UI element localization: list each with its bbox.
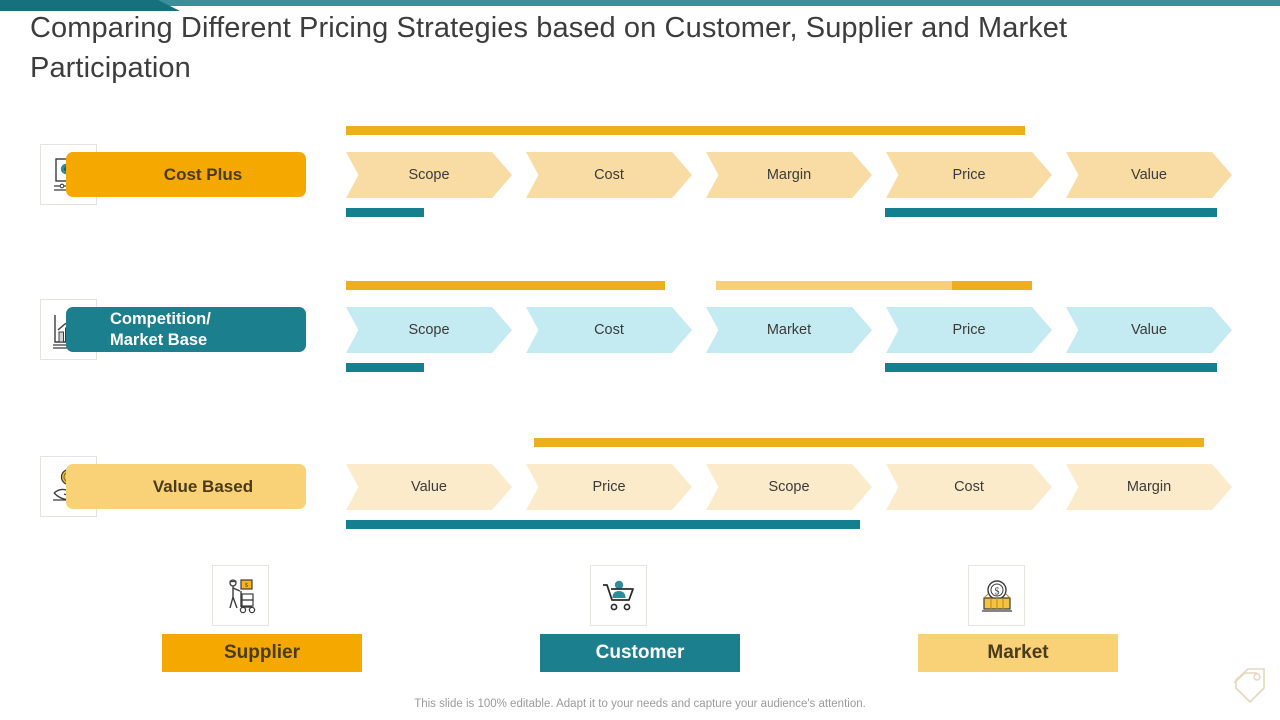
money-coin-icon: $: [968, 565, 1025, 626]
pricing-step-chevron[interactable]: Price: [886, 152, 1052, 198]
page-title: Comparing Different Pricing Strategies b…: [30, 12, 1068, 84]
pricing-step-label: Cost: [954, 479, 984, 495]
pricing-step-label: Price: [592, 479, 626, 495]
participant-label[interactable]: Supplier: [162, 634, 362, 672]
pricing-step-label: Scope: [408, 167, 450, 183]
pricing-step-chevron[interactable]: Scope: [706, 464, 872, 510]
pricing-step-chevron[interactable]: Cost: [526, 152, 692, 198]
strategy-row: Cost Plus Scope Cost Margin Price Value: [0, 126, 1280, 246]
top-accent-line: [0, 0, 1280, 6]
pricing-step-chevron[interactable]: Margin: [1066, 464, 1232, 510]
footer-note: This slide is 100% editable. Adapt it to…: [414, 698, 866, 710]
supplier-span-bar: [952, 281, 1032, 290]
pricing-step-label: Price: [952, 322, 986, 338]
pricing-step-label: Price: [952, 167, 986, 183]
pricing-step-label: Margin: [1126, 479, 1172, 495]
pricing-step-chevron[interactable]: Price: [886, 307, 1052, 353]
pricing-step-chevron[interactable]: Scope: [346, 152, 512, 198]
supplier-span-bar: [346, 281, 665, 290]
strategy-label-chip[interactable]: Cost Plus: [66, 152, 306, 197]
participant-label[interactable]: Market: [918, 634, 1118, 672]
customer-span-bar: [346, 520, 860, 529]
pricing-step-chevron[interactable]: Price: [526, 464, 692, 510]
customer-span-bar: [346, 363, 424, 372]
supplier-span-bar: [534, 438, 1204, 447]
pricing-step-chevron[interactable]: Value: [1066, 307, 1232, 353]
supplier-span-bar: [716, 281, 952, 290]
pricing-step-chevron[interactable]: Margin: [706, 152, 872, 198]
strategy-row: Competition/Market Base Scope Cost Market Pr…: [0, 281, 1280, 401]
pricing-step-chevron[interactable]: Cost: [526, 307, 692, 353]
svg-text:$: $: [244, 582, 248, 589]
participant-label[interactable]: Customer: [540, 634, 740, 672]
strategy-label-line1: Competition/: [110, 309, 211, 328]
strategy-label-line2: Market Base: [110, 330, 208, 349]
customer-span-bar: [346, 208, 424, 217]
pricing-step-label: Scope: [408, 322, 450, 338]
pricing-step-chevron[interactable]: Market: [706, 307, 872, 353]
worker-handtruck-icon: $: [212, 565, 269, 626]
svg-text:$: $: [994, 586, 999, 597]
pricing-step-label: Value: [1130, 322, 1167, 338]
customer-span-bar: [885, 208, 1217, 217]
shopping-cart-user-icon: [590, 565, 647, 626]
pricing-step-chevron[interactable]: Scope: [346, 307, 512, 353]
strategy-label-chip[interactable]: Competition/Market Base: [66, 307, 306, 352]
supplier-span-bar: [346, 126, 1025, 135]
pricing-step-label: Value: [410, 479, 447, 495]
pricing-step-label: Cost: [594, 322, 624, 338]
pricing-step-label: Value: [1130, 167, 1167, 183]
pricing-step-label: Cost: [594, 167, 624, 183]
pricing-step-chevron[interactable]: Value: [1066, 152, 1232, 198]
pricing-step-label: Scope: [768, 479, 810, 495]
price-tag-icon: [1233, 668, 1265, 704]
pricing-step-label: Market: [766, 322, 812, 338]
pricing-step-chevron[interactable]: Cost: [886, 464, 1052, 510]
pricing-step-chevron[interactable]: Value: [346, 464, 512, 510]
top-accent-block: [0, 0, 180, 11]
pricing-step-label: Margin: [766, 167, 812, 183]
strategy-label-chip[interactable]: Value Based: [66, 464, 306, 509]
customer-span-bar: [885, 363, 1217, 372]
